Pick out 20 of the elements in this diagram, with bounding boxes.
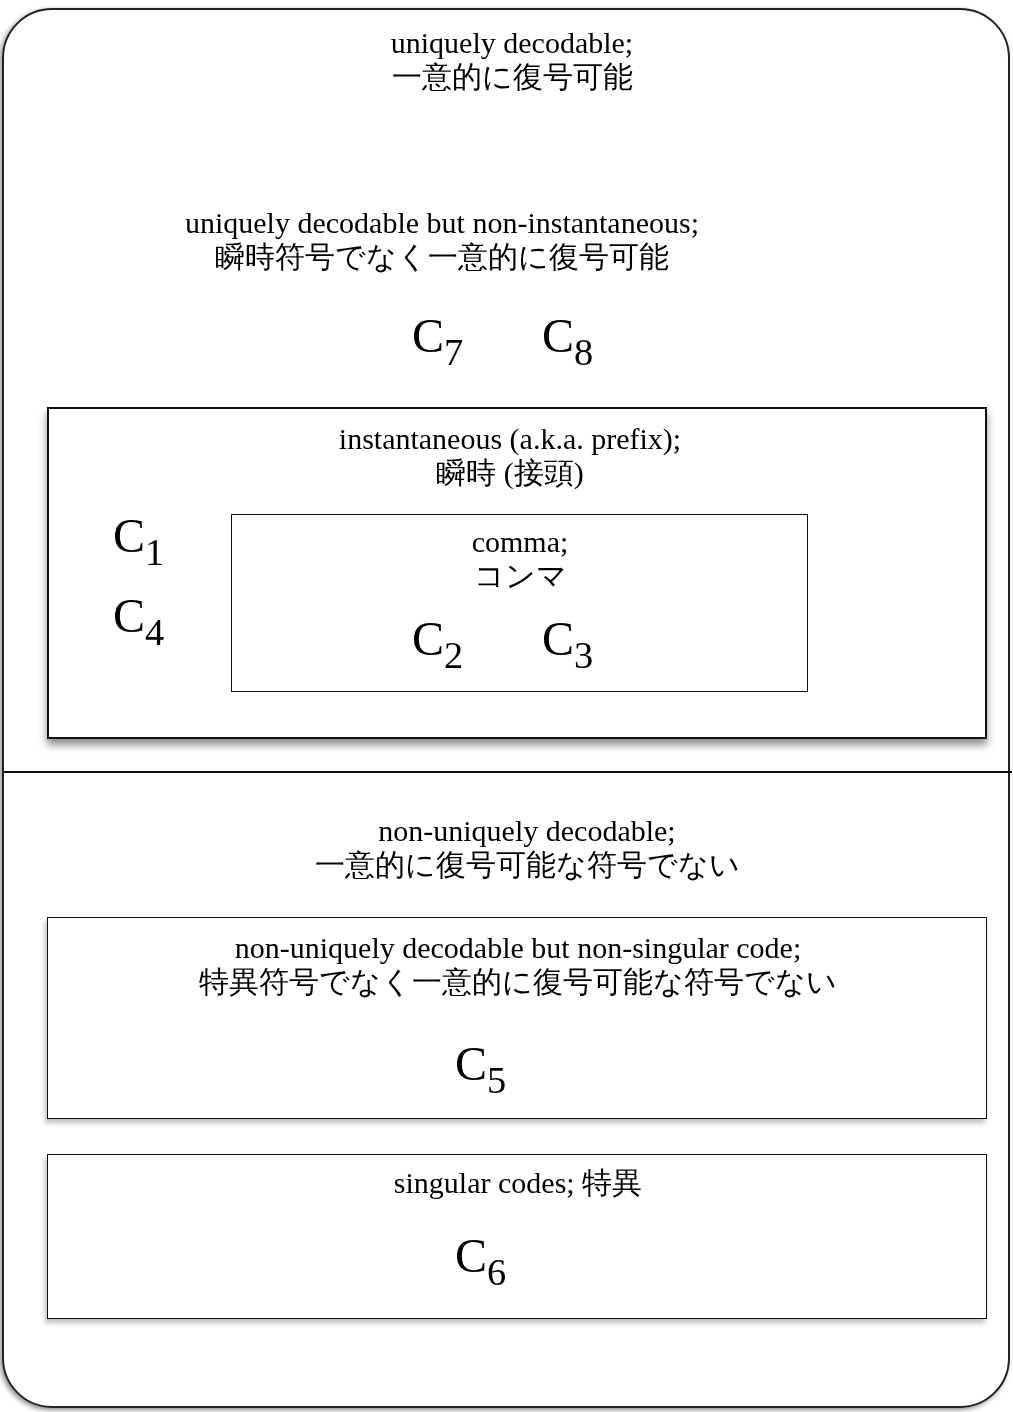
code-label: C$_{5}$ [455, 1040, 507, 1100]
heading-text: uniquely decodable; 一意的に復号可能 [389, 26, 635, 94]
code-label: C$_{2}$ [412, 615, 464, 675]
code-label: C$_{8}$ [542, 312, 594, 372]
heading-text: non-uniquely decodable; 一意的に復号可能な符号でない [313, 814, 741, 882]
set-box [47, 407, 987, 739]
code-label: C$_{3}$ [542, 615, 594, 675]
rounded-frame [2, 8, 1010, 1408]
code-label: C$_{1}$ [113, 512, 165, 572]
heading-text: singular codes; 特異 [392, 1166, 644, 1200]
code-label: C$_{7}$ [412, 312, 464, 372]
set-box [47, 1154, 987, 1319]
heading-text: uniquely decodable but non-instantaneous; 瞬時符号でなく一意的に復号可能 [183, 206, 700, 274]
code-label: C$_{6}$ [455, 1232, 507, 1292]
set-box [47, 917, 987, 1119]
code-label: C$_{4}$ [113, 592, 165, 652]
heading-text: instantaneous (a.k.a. prefix); 瞬時 (接頭) [337, 422, 683, 490]
heading-text: non-uniquely decodable but non-singular code; 特異符号でなく一意的に復号可能な符号でない [198, 931, 838, 999]
set-box [231, 514, 808, 692]
heading-text: comma; コンマ [470, 525, 570, 593]
